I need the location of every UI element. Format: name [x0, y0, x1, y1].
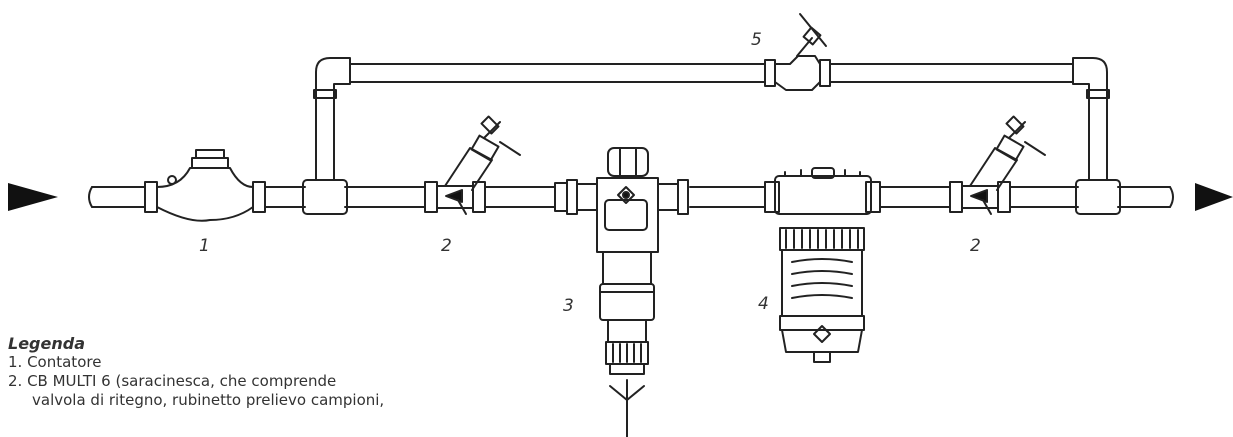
bypass-valve — [764, 13, 831, 91]
label-valve-right: 2 — [970, 236, 981, 256]
tee-right — [1075, 91, 1121, 215]
label-meter: 1 — [199, 236, 210, 256]
label-bypass-valve: 5 — [751, 30, 762, 50]
label-valve-left: 2 — [441, 236, 452, 256]
main-pipe — [88, 186, 1174, 208]
legend-item: 1. Contatore — [8, 353, 102, 371]
legend: Legenda 1. Contatore 2. CB MULTI 6 (sara… — [8, 334, 384, 410]
label-filter-4: 4 — [758, 294, 769, 314]
filter-3 — [554, 147, 689, 437]
valve-right — [949, 115, 1046, 215]
filter-4 — [764, 167, 881, 363]
inlet-arrow-icon — [8, 183, 58, 211]
legend-item: 2. CB MULTI 6 (saracinesca, che comprend… — [8, 372, 337, 390]
legend-title: Legenda — [8, 334, 85, 353]
outlet-arrow-icon — [1195, 183, 1233, 211]
tee-left — [302, 91, 348, 215]
valve-left — [424, 115, 521, 215]
legend-item: valvola di ritegno, rubinetto prelievo c… — [32, 391, 385, 409]
bypass-pipe — [313, 57, 1110, 99]
water-meter — [144, 149, 266, 222]
label-filter-3: 3 — [563, 296, 574, 316]
